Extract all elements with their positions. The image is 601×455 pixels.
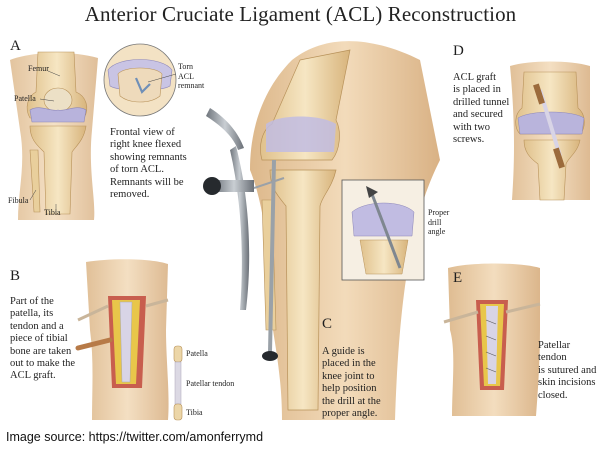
panel-b-caption: Part of the patella, its tendon and a pi…: [10, 296, 76, 382]
page-title: Anterior Cruciate Ligament (ACL) Reconst…: [84, 2, 517, 26]
panel-e-letter: E: [453, 270, 463, 286]
drill-angle-label: Proper drill angle: [428, 208, 450, 236]
panel-c-caption: A guide is placed in the knee joint to h…: [322, 346, 381, 420]
panel-b-letter: B: [10, 268, 21, 284]
torn-acl-label: Torn ACL remnant: [178, 62, 205, 90]
panel-d-caption: ACL graft is placed in drilled tunnel an…: [453, 72, 510, 146]
panel-b-graft: [173, 345, 183, 421]
panel-a-knee: [10, 51, 98, 221]
graft-tendon-label: Patellar tendon: [186, 379, 235, 388]
panel-a-inset: [103, 43, 177, 117]
tibia-label: Tibia: [44, 208, 61, 217]
femur-label: Femur: [28, 64, 49, 73]
graft-patella-label: Patella: [186, 349, 208, 358]
patella-label: Patella: [14, 94, 36, 103]
panel-d-knee: [510, 61, 590, 201]
panel-c-letter: C: [322, 316, 333, 332]
graft-tibia-label: Tibia: [186, 408, 203, 417]
panel-a-caption: Frontal view of right knee flexed showin…: [110, 127, 187, 201]
panel-e-knee: [443, 263, 541, 416]
image-source: Image source: https://twitter.com/amonfe…: [6, 430, 264, 444]
panel-d-letter: D: [453, 43, 464, 59]
panel-e-caption: Patellar tendon is sutured and skin inci…: [538, 340, 597, 401]
fibula-label: Fibula: [8, 196, 29, 205]
panel-a-letter: A: [10, 38, 21, 54]
panel-c-guide-tool: [203, 108, 285, 361]
panel-c-drill-inset: [341, 179, 425, 281]
panel-b-knee: [75, 259, 169, 420]
